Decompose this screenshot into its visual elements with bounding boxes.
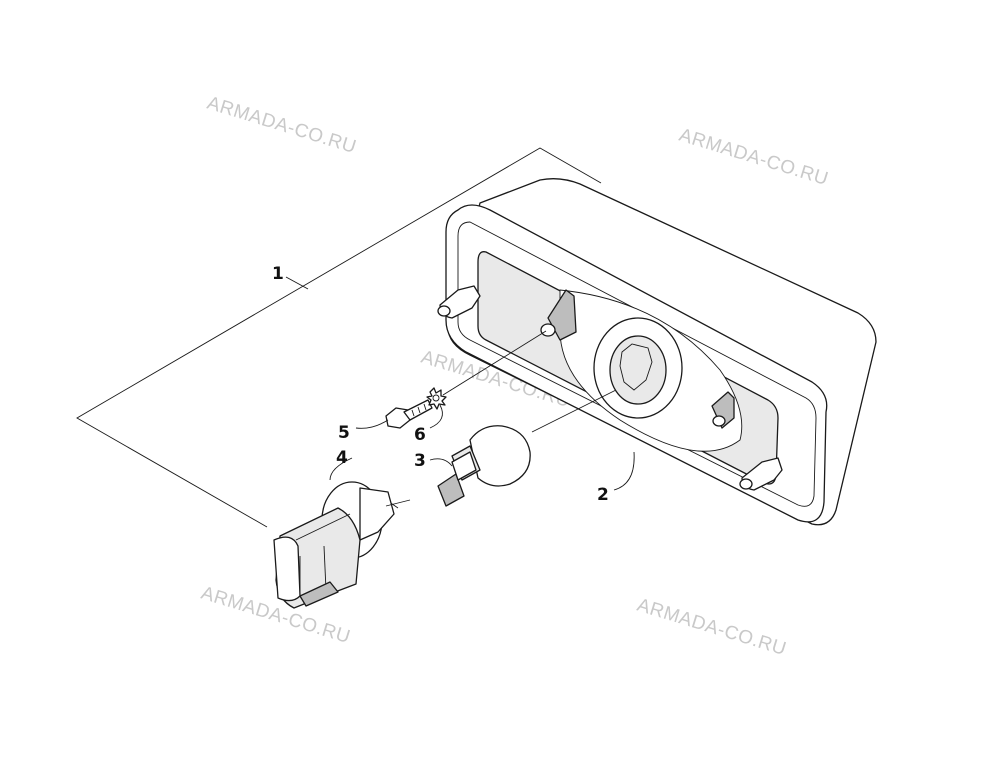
watermark-bottom-right: ARMADA-CO.RU xyxy=(635,595,789,660)
callout-1: 1 xyxy=(272,264,284,284)
lock-washer xyxy=(426,387,447,410)
tail-light-housing xyxy=(437,178,877,526)
callout-4: 4 xyxy=(336,448,348,468)
callout-3: 3 xyxy=(414,451,426,471)
assembly-bracket xyxy=(76,147,602,528)
socket xyxy=(273,481,411,609)
callout-numbers: 1 2 3 4 5 6 xyxy=(272,264,609,505)
screw xyxy=(385,399,433,429)
callout-leaders xyxy=(329,404,635,491)
bulb xyxy=(437,425,531,507)
callout-2: 2 xyxy=(597,485,609,505)
watermark-top-left: ARMADA-CO.RU xyxy=(205,93,359,158)
watermark-top-right: ARMADA-CO.RU xyxy=(677,125,831,190)
callout-6: 6 xyxy=(414,425,426,445)
callout-5: 5 xyxy=(338,423,350,443)
